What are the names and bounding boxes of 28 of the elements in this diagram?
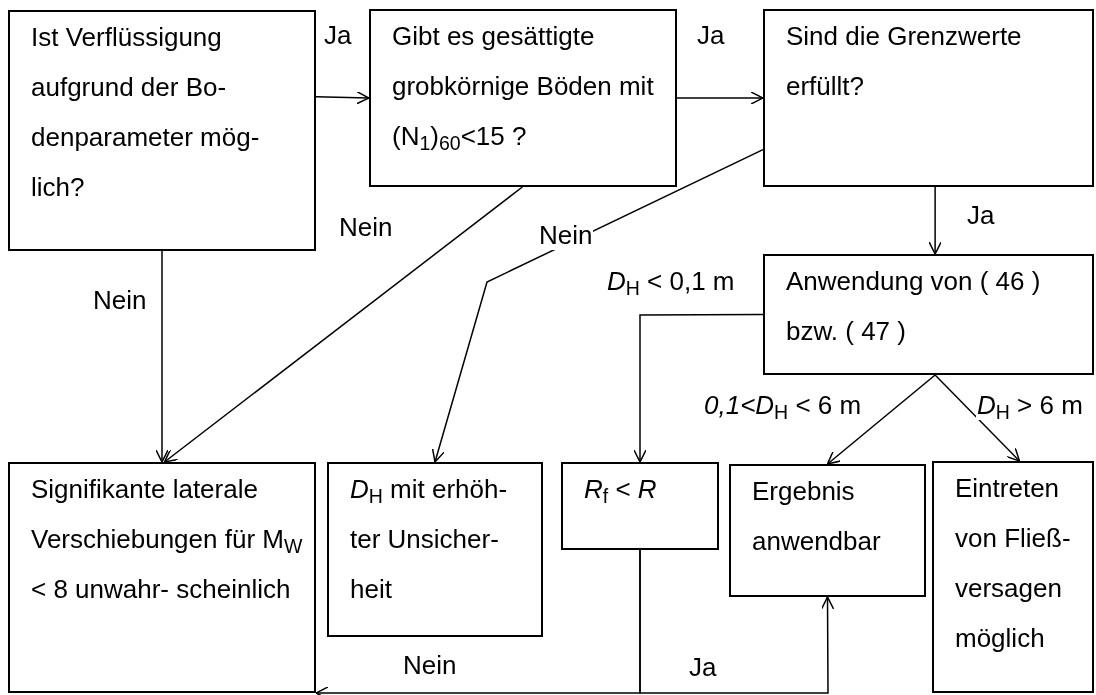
arrow: [431, 148, 764, 463]
arrow: [928, 186, 942, 255]
box-text: Eintreten von Fließ- versagen möglich: [955, 472, 1072, 655]
arrow: [676, 91, 764, 105]
box-text: Ergebnis anwendbar: [752, 475, 882, 558]
process-box: [561, 462, 719, 550]
process-box: [8, 10, 316, 251]
process-box: [369, 9, 677, 187]
box-text: Signifikante laterale Verschiebungen für M$_{W}$ < 8 unwahr- scheinlich: [31, 473, 304, 606]
arrow: [934, 374, 1021, 462]
arrow: [826, 374, 936, 465]
arrow: [155, 250, 169, 463]
process-box: [729, 464, 926, 597]
arrow: [315, 549, 641, 695]
box-text: Anwendung von ( 46 ) bzw. ( 47 ): [786, 265, 1042, 348]
arrow: [163, 186, 524, 463]
box-text: Gibt es gesättigte grobkörnige Böden mit (N$_{1}$)$_{60}$<15 ?: [392, 20, 655, 156]
arrow: [633, 313, 764, 463]
box-text: Ist Verflüssigung aufgrund der Bo- denparameter mög- lich?: [31, 21, 261, 204]
box-text: Sind die Grenzwerte erfüllt?: [786, 20, 1023, 103]
arrow: [315, 90, 370, 105]
process-box: [327, 462, 543, 637]
process-box: [763, 254, 1094, 375]
process-box: [932, 461, 1094, 693]
box-text: D$_{H}$ mit erhöh- ter Unsicher- heit: [350, 473, 509, 606]
process-box: [8, 462, 316, 693]
box-text: R$_{f}$ < R: [584, 473, 658, 509]
process-box: [763, 9, 1094, 187]
